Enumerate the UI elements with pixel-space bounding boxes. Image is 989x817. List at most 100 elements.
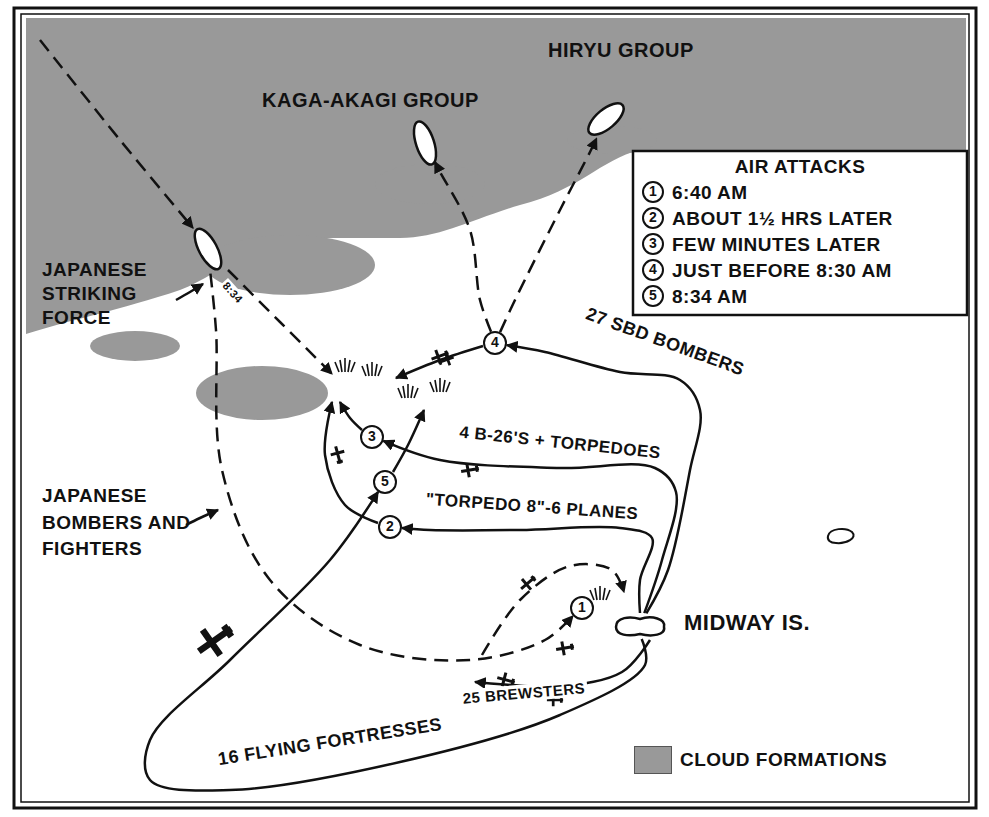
burst-stroke [335, 362, 339, 372]
burst-stroke [603, 588, 605, 600]
bomb-burst [362, 362, 382, 376]
callout-circle [379, 516, 401, 538]
bomb-burst [335, 358, 355, 372]
island-outline [616, 617, 664, 635]
burst-stroke [344, 358, 346, 372]
callout-number: 3 [360, 425, 384, 449]
callout-number: 4 [483, 331, 507, 355]
ship-group: JAPANESE STRIKING FORCE [193, 224, 223, 274]
pointer-arrow [176, 284, 203, 300]
burst-stroke [398, 388, 402, 398]
flight-label: 27 SBD BOMBERS [580, 303, 750, 382]
node-outline [193, 224, 223, 274]
callout-circle [484, 332, 506, 354]
plane-symbol [329, 444, 347, 465]
callout-circle [571, 597, 593, 619]
burst-stroke [367, 364, 369, 376]
burst-stroke [414, 388, 418, 398]
node-outline [642, 259, 664, 281]
burst-stroke [430, 382, 434, 392]
plane-symbol [495, 671, 516, 689]
burst-stroke [411, 386, 413, 398]
flight-label: "TORPEDO 8"-6 PLANES [422, 489, 642, 524]
map-label: 25 BREWSTERS [460, 679, 588, 707]
callout-circle [361, 426, 383, 448]
callout-number: 4 [642, 259, 664, 281]
callout-number: 3 [642, 233, 664, 255]
callout-number: 2 [378, 515, 402, 539]
burst-stroke [362, 366, 366, 376]
japanese-flight-path [500, 138, 597, 332]
attack-time: FEW MINUTES LATER [672, 233, 962, 257]
callout-circle [643, 260, 663, 280]
attack-time: 6:40 AM [672, 181, 962, 205]
legend-heading: AIR ATTACKS [632, 155, 968, 179]
burst-stroke [435, 380, 437, 392]
map-background [14, 8, 976, 808]
callout-number: 3 [360, 425, 384, 449]
callout-number: 1 [570, 596, 594, 620]
attack-time: ABOUT 1½ HRS LATER [672, 207, 962, 231]
flight-label: 4 B-26'S + TORPEDOES [455, 422, 664, 464]
attack-path [393, 410, 424, 472]
bomb-burst [430, 378, 450, 392]
ship-group: KAGA-AKAGI GROUP [410, 118, 440, 168]
callout-number: 5 [642, 285, 664, 307]
callout-number: 5 [642, 285, 664, 307]
callout-number: 1 [642, 181, 664, 203]
node-outline [642, 207, 664, 229]
node-outline [642, 181, 664, 203]
plane-symbol [547, 694, 563, 707]
callout-number: 2 [642, 207, 664, 229]
burst-stroke [375, 364, 377, 376]
burst-stroke [606, 590, 610, 600]
us-flight-path [383, 441, 677, 613]
burst-stroke [443, 380, 445, 392]
legend-text: CLOUD FORMATIONS [680, 748, 887, 772]
map-label: JAPANESE BOMBERS AND FIGHTERS [42, 483, 192, 563]
node-outline [373, 470, 397, 494]
burst-stroke [599, 586, 601, 600]
burst-stroke [340, 360, 342, 372]
callout-number: 5 [373, 470, 397, 494]
callout-number: 2 [378, 515, 402, 539]
time-mark: 8:34 [219, 278, 247, 307]
node-outline [642, 285, 664, 307]
callout-number: 2 [642, 207, 664, 229]
ship-symbol [189, 225, 226, 273]
us-flight-path [507, 345, 701, 613]
legend-frame [633, 151, 967, 315]
attack-time: 8:34 AM [672, 285, 962, 309]
us-flight-path [145, 492, 646, 791]
place-label: JAPANESE STRIKING FORCE [42, 258, 190, 329]
callout-number: 5 [373, 470, 397, 494]
ship-symbol [583, 98, 628, 140]
callout-number: 1 [570, 596, 594, 620]
connectors [145, 138, 701, 790]
node-outline [378, 515, 402, 539]
cloud-blob [90, 331, 180, 361]
pointer-arrow [186, 510, 218, 525]
plane-symbol [555, 640, 575, 657]
cloud-blob [375, 164, 485, 204]
attack-path [340, 402, 362, 430]
node-outline [360, 425, 384, 449]
callout-number: 1 [642, 181, 664, 203]
japanese-fighter-path [482, 564, 624, 655]
attack-path [396, 346, 483, 378]
cloud-blob [567, 126, 657, 154]
japanese-flight-path [435, 162, 491, 332]
node-outline [632, 150, 968, 316]
node-outline [570, 596, 594, 620]
legend-box: AIR ATTACKS6:40 AMABOUT 1½ HRS LATERFEW … [632, 150, 968, 316]
callout-circle [643, 234, 663, 254]
node-outline [642, 233, 664, 255]
burst-stroke [371, 362, 373, 376]
node-outline [590, 95, 622, 143]
plane-symbol [517, 572, 540, 594]
bomb-burst [398, 384, 418, 398]
callout-number: 4 [642, 259, 664, 281]
burst-stroke [439, 378, 441, 392]
node-outline [410, 118, 440, 168]
callout-circle [374, 471, 396, 493]
